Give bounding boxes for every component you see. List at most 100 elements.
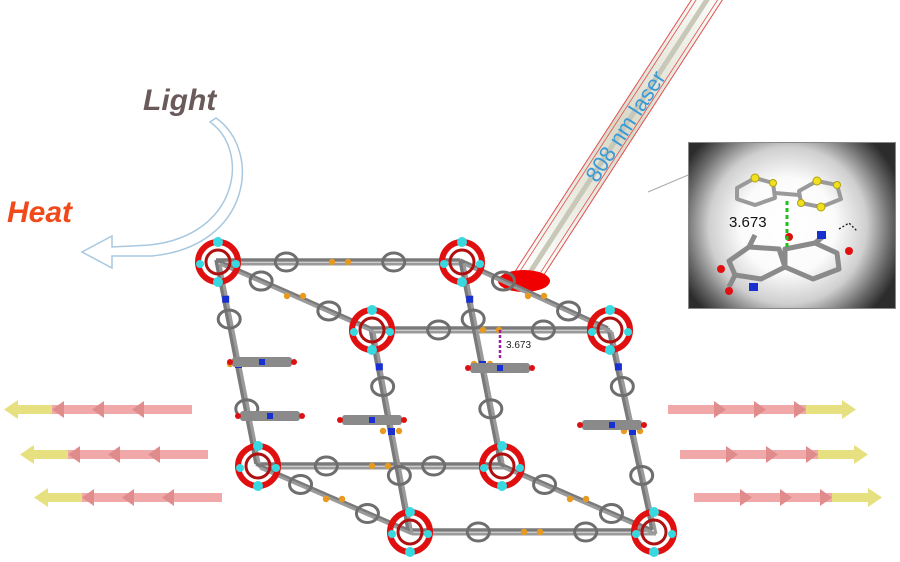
framework-rings bbox=[216, 251, 655, 543]
phenyl-ring bbox=[313, 455, 339, 477]
phenyl-ring bbox=[316, 300, 342, 322]
carboxylate-ring bbox=[640, 518, 668, 546]
bridge-atom bbox=[582, 495, 590, 503]
carboxylate-ring bbox=[488, 452, 516, 480]
linker-bond bbox=[463, 262, 613, 334]
carboxylate-ring bbox=[396, 518, 424, 546]
double-arrow-icon bbox=[680, 445, 868, 464]
light-label: Light bbox=[143, 84, 218, 117]
oxygen-atom bbox=[235, 413, 241, 419]
phenyl-ring bbox=[273, 251, 299, 273]
bridge-atom bbox=[379, 427, 387, 435]
carboxylate-ring bbox=[244, 452, 272, 480]
cobalt-atom bbox=[588, 328, 596, 336]
cobalt-atom bbox=[350, 328, 358, 336]
nitrogen-atom bbox=[222, 295, 230, 303]
naphthalene-diimide-unit bbox=[726, 233, 842, 289]
laser-label: 808 nm laser bbox=[580, 66, 670, 186]
linker-bond bbox=[499, 462, 653, 532]
phenyl-ring bbox=[460, 308, 486, 330]
cobalt-atom bbox=[605, 345, 615, 355]
cobalt-atom bbox=[457, 277, 467, 287]
distance-label-inset: 3.673 bbox=[729, 214, 767, 231]
cobalt-atom bbox=[253, 441, 263, 451]
cobalt-atom bbox=[497, 481, 507, 491]
bridge-atom bbox=[520, 528, 528, 536]
bridge-atom bbox=[395, 427, 403, 435]
double-arrow-icon bbox=[694, 488, 882, 507]
metal-clusters bbox=[195, 237, 677, 557]
framework-bonds bbox=[214, 258, 658, 536]
cobalt-atom bbox=[367, 305, 377, 315]
cobalt-atom bbox=[632, 530, 640, 538]
cobalt-atom bbox=[480, 464, 488, 472]
bridge-atom bbox=[344, 258, 352, 266]
heat-flow-left bbox=[4, 400, 222, 507]
cobalt-atom bbox=[232, 260, 240, 268]
carboxylate-ring bbox=[448, 248, 476, 276]
linker-bond bbox=[255, 462, 409, 532]
cobalt-atom bbox=[668, 530, 676, 538]
oxygen-atom bbox=[401, 417, 407, 423]
phenyl-ring bbox=[465, 521, 491, 543]
phenyl-ring bbox=[386, 464, 412, 486]
cobalt-atom bbox=[253, 481, 263, 491]
bridge-atom bbox=[338, 495, 346, 503]
nitrogen-atom bbox=[369, 417, 375, 423]
cobalt-atom bbox=[649, 507, 659, 517]
nitrogen-atom bbox=[497, 365, 503, 371]
cobalt-atom bbox=[405, 547, 415, 557]
nitrogen-atom bbox=[466, 295, 474, 303]
inset-closeup-panel: 3.673 bbox=[688, 142, 896, 309]
bridge-atom bbox=[328, 258, 336, 266]
oxygen-atom bbox=[529, 365, 535, 371]
phenyl-ring bbox=[248, 270, 274, 292]
cobalt-atom bbox=[405, 507, 415, 517]
cobalt-atom bbox=[649, 547, 659, 557]
oxygen-atom bbox=[577, 422, 583, 428]
phenyl-ring bbox=[530, 319, 556, 341]
distance-label-main: 3.673 bbox=[506, 340, 531, 351]
carboxylate-ring bbox=[596, 316, 624, 344]
oxygen-atom bbox=[641, 422, 647, 428]
cobalt-atom bbox=[213, 277, 223, 287]
cobalt-atom bbox=[236, 464, 244, 472]
bridge-atom bbox=[536, 528, 544, 536]
carboxylate-ring bbox=[204, 248, 232, 276]
oxygen-atom bbox=[227, 359, 233, 365]
phenyl-ring bbox=[629, 464, 655, 486]
bridge-atom bbox=[524, 292, 532, 300]
oxygen-atom bbox=[465, 365, 471, 371]
bridge-atom bbox=[566, 495, 574, 503]
sulfur-atoms bbox=[750, 173, 841, 212]
linker-bond bbox=[459, 258, 609, 330]
nitrogen-atom bbox=[388, 428, 395, 435]
cobalt-atom bbox=[272, 464, 280, 472]
linker-bond bbox=[215, 258, 371, 330]
double-arrow-icon bbox=[20, 445, 208, 464]
cobalt-atom bbox=[213, 237, 223, 247]
heat-label: Heat bbox=[7, 196, 74, 229]
h-bond-contact bbox=[838, 222, 858, 232]
bridge-atom bbox=[283, 292, 291, 300]
cobalt-atom bbox=[196, 260, 204, 268]
nitrogen-atom bbox=[259, 359, 265, 365]
cobalt-atom bbox=[624, 328, 632, 336]
heat-flow-right bbox=[668, 400, 882, 507]
phenyl-ring bbox=[573, 521, 599, 543]
nitrogen-atom bbox=[375, 363, 383, 371]
cobalt-atom bbox=[388, 530, 396, 538]
phenyl-ring bbox=[381, 251, 407, 273]
inset-structure: 3.673 bbox=[717, 173, 858, 295]
phenyl-ring bbox=[288, 473, 314, 495]
cobalt-atom bbox=[605, 305, 615, 315]
cobalt-atom bbox=[367, 345, 377, 355]
phenyl-ring bbox=[490, 270, 516, 292]
carboxylate-ring bbox=[358, 316, 386, 344]
bridge-atom bbox=[368, 462, 376, 470]
bithiophene-unit bbox=[735, 176, 843, 209]
double-arrow-icon bbox=[34, 488, 222, 507]
nitrogen-atom bbox=[629, 428, 636, 435]
bridge-atom bbox=[384, 462, 392, 470]
curved-arrow-icon bbox=[80, 117, 244, 270]
